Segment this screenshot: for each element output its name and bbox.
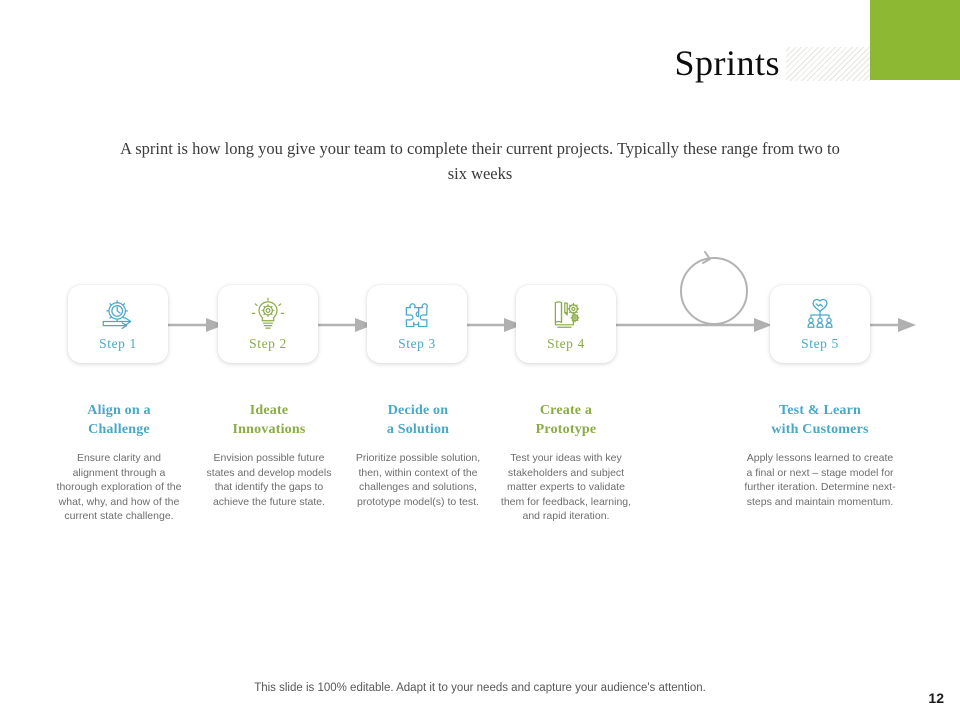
step-card-1[interactable]: Step 1 <box>68 285 168 363</box>
step-heading-3: Decide on a Solution <box>354 401 482 439</box>
header-hatch-pattern <box>786 47 870 81</box>
step-body-3: Prioritize possible solution, then, with… <box>355 452 481 508</box>
step-description-2: Ideate Innovations Envision possible fut… <box>200 401 338 509</box>
step-heading-5: Test & Learn with Customers <box>744 401 896 439</box>
step-card-2[interactable]: Step 2 <box>218 285 318 363</box>
step-card-5[interactable]: Step 5 <box>770 285 870 363</box>
arrow-right-icon <box>616 318 772 332</box>
step-heading-line2: a Solution <box>386 422 450 437</box>
step-heading-1: Align on a Challenge <box>54 401 184 439</box>
step-heading-line1: Decide on <box>387 403 449 418</box>
step-heading-line2: Challenge <box>88 422 150 437</box>
step-body-4: Test your ideas with key stakeholders an… <box>500 452 632 523</box>
step-body-2: Envision possible future states and deve… <box>206 452 332 508</box>
step-description-4: Create a Prototype Test your ideas with … <box>498 401 634 524</box>
footer-note: This slide is 100% editable. Adapt it to… <box>254 682 706 694</box>
step-body-1: Ensure clarity and alignment through a t… <box>56 452 182 523</box>
step-label-3: Step 3 <box>398 335 436 351</box>
step-heading-line2: with Customers <box>771 422 869 437</box>
page-title: Sprints <box>674 43 780 83</box>
step-label-5: Step 5 <box>801 335 839 351</box>
step-heading-line1: Test & Learn <box>779 403 861 418</box>
step-heading-line2: Prototype <box>535 422 597 437</box>
puzzle-pieces-icon <box>405 302 428 327</box>
heart-handshake-people-icon <box>807 298 833 328</box>
arrow-right-icon <box>466 318 522 332</box>
header-green-block <box>870 0 960 80</box>
step-label-1: Step 1 <box>99 335 137 351</box>
step-description-5: Test & Learn with Customers Apply lesson… <box>744 401 896 509</box>
step-heading-2: Ideate Innovations <box>200 401 338 439</box>
circular-loop-arrow-icon <box>680 251 748 325</box>
slide-subtitle: A sprint is how long you give your team … <box>120 139 840 183</box>
arrow-right-icon <box>168 318 224 332</box>
step-label-4: Step 4 <box>547 335 585 351</box>
step-heading-line2: Innovations <box>232 422 306 437</box>
arrow-right-icon <box>868 318 916 332</box>
step-card-3[interactable]: Step 3 <box>367 285 467 363</box>
step-label-2: Step 2 <box>249 335 287 351</box>
arrow-right-icon <box>317 318 373 332</box>
step-body-5: Apply lessons learned to create a final … <box>744 452 896 508</box>
step-heading-line1: Ideate <box>249 403 289 418</box>
step-description-3: Decide on a Solution Prioritize possible… <box>354 401 482 509</box>
page-number: 12 <box>928 690 944 706</box>
step-heading-line1: Create a <box>539 403 593 418</box>
step-card-4[interactable]: Step 4 <box>516 285 616 363</box>
blueprint-gears-icon <box>554 300 580 328</box>
gear-clock-arrow-icon <box>102 299 132 329</box>
step-heading-4: Create a Prototype <box>498 401 634 439</box>
step-description-1: Align on a Challenge Ensure clarity and … <box>54 401 184 524</box>
lightbulb-gear-icon <box>251 297 285 329</box>
step-heading-line1: Align on a <box>87 403 151 418</box>
